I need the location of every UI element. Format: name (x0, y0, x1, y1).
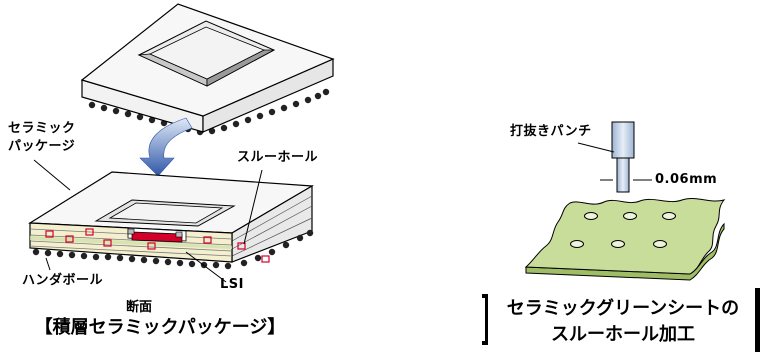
label-lsi: LSI (220, 277, 244, 292)
label-dimension: 0.06mm (655, 172, 718, 187)
caption-multilayer-ceramic-package: 【積層セラミックパッケージ】 (34, 317, 286, 338)
punch-tool (577, 121, 652, 193)
transition-arrow (139, 117, 193, 177)
caption-green-sheet-line1: セラミックグリーンシートの (506, 298, 740, 319)
caption-green-sheet-line2: スルーホール加工 (551, 324, 695, 345)
label-ceramic-package-line1: セラミック (8, 121, 76, 136)
caption-brackets (482, 288, 760, 352)
label-punch: 打抜きパンチ (510, 124, 592, 139)
ceramic-package-top (80, 3, 335, 136)
green-sheet (524, 197, 726, 281)
leader-lines-left (33, 159, 263, 283)
label-ceramic-package-line2: パッケージ (8, 139, 76, 154)
label-through-hole: スルーホール (237, 150, 319, 165)
ceramic-package-section (28, 171, 314, 270)
label-solder-ball: ハンダボール (22, 273, 104, 288)
caption-section: 断面 (126, 300, 153, 315)
